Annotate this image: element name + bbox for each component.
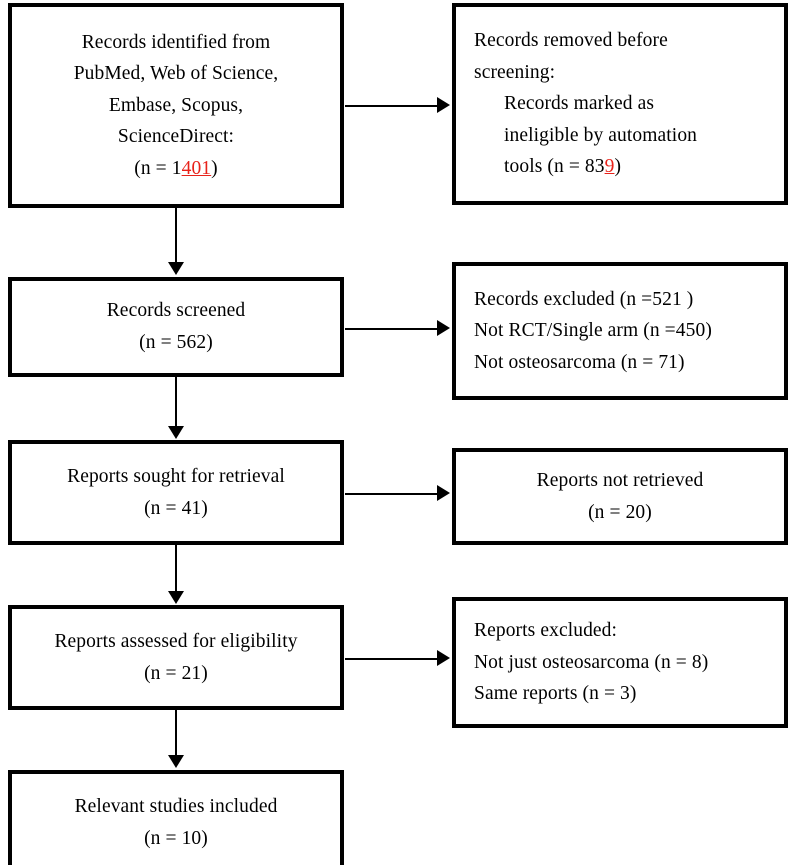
- arrow-screened-to-excluded: [345, 328, 439, 330]
- box-records-screened: Records screened (n = 562): [8, 277, 344, 377]
- arrow-head-assessed-to-included: [168, 755, 184, 768]
- box-line: Reports excluded:: [474, 620, 618, 642]
- box-line: Records removed before: [474, 30, 668, 52]
- box-line-count: tools (n = 839): [474, 151, 766, 183]
- box-line-count: (n = 562): [139, 332, 213, 353]
- box-line: ineligible by automation: [504, 124, 698, 146]
- arrow-assessed-to-included: [175, 710, 177, 757]
- box-line: Not RCT/Single arm (n =450): [474, 320, 712, 342]
- box-line: Records marked as: [504, 93, 655, 115]
- box-line: Records identified from: [81, 31, 271, 53]
- arrow-head-assessed-to-excluded: [437, 650, 450, 666]
- box-line-count: (n = 1401): [22, 153, 330, 185]
- box-line: Reports assessed for eligibility: [54, 630, 298, 652]
- arrow-head-screened-to-sought: [168, 426, 184, 439]
- box-line-count: (n = 20): [588, 501, 652, 523]
- count-prefix: tools (n = 83: [504, 156, 605, 178]
- box-records-excluded: Records excluded (n =521 ) Not RCT/Singl…: [452, 262, 788, 400]
- arrow-sought-to-not-retrieved: [345, 493, 439, 495]
- arrow-screened-to-sought: [175, 377, 177, 428]
- count-highlight: 9: [604, 156, 615, 178]
- box-line-count: (n = 10): [144, 827, 208, 849]
- box-reports-excluded: Reports excluded: Not just osteosarcoma …: [452, 597, 788, 728]
- box-line: ScienceDirect:: [117, 126, 235, 148]
- box-line-count: (n = 21): [144, 662, 208, 684]
- arrow-head-identified-to-removed: [437, 97, 450, 113]
- arrow-head-screened-to-excluded: [437, 320, 450, 336]
- arrow-sought-to-assessed: [175, 545, 177, 593]
- box-line: Reports sought for retrieval: [67, 465, 285, 487]
- box-line: PubMed, Web of Science,: [73, 63, 279, 85]
- count-highlight: 401: [181, 157, 212, 179]
- arrow-identified-to-removed: [345, 105, 439, 107]
- box-line: Same reports (n = 3): [474, 683, 637, 705]
- arrow-assessed-to-excluded: [345, 658, 439, 660]
- box-relevant-studies-included: Relevant studies included (n = 10): [8, 770, 344, 865]
- box-line: Relevant studies included: [74, 795, 278, 817]
- arrow-head-sought-to-not-retrieved: [437, 485, 450, 501]
- box-line: screening:: [474, 61, 556, 83]
- box-line: Not just osteosarcoma (n = 8): [474, 651, 709, 673]
- count-suffix: ): [211, 157, 218, 179]
- box-reports-not-retrieved: Reports not retrieved (n = 20): [452, 448, 788, 545]
- box-records-removed-before-screening: Records removed before screening: Record…: [452, 3, 788, 205]
- box-records-identified: Records identified from PubMed, Web of S…: [8, 3, 344, 208]
- box-reports-sought-for-retrieval: Reports sought for retrieval (n = 41): [8, 440, 344, 545]
- box-line: Reports not retrieved: [536, 469, 704, 491]
- arrow-head-identified-to-screened: [168, 262, 184, 275]
- box-reports-assessed-for-eligibility: Reports assessed for eligibility (n = 21…: [8, 605, 344, 710]
- box-line: Embase, Scopus,: [108, 94, 244, 116]
- count-prefix: (n = 1: [134, 157, 182, 179]
- count-suffix: ): [614, 156, 622, 178]
- arrow-identified-to-screened: [175, 208, 177, 264]
- box-line: Records screened: [106, 300, 246, 322]
- arrow-head-sought-to-assessed: [168, 591, 184, 604]
- box-line: Not osteosarcoma (n = 71): [474, 351, 685, 373]
- box-line: Records excluded (n =521 ): [474, 288, 694, 310]
- box-line-count: (n = 41): [144, 497, 208, 519]
